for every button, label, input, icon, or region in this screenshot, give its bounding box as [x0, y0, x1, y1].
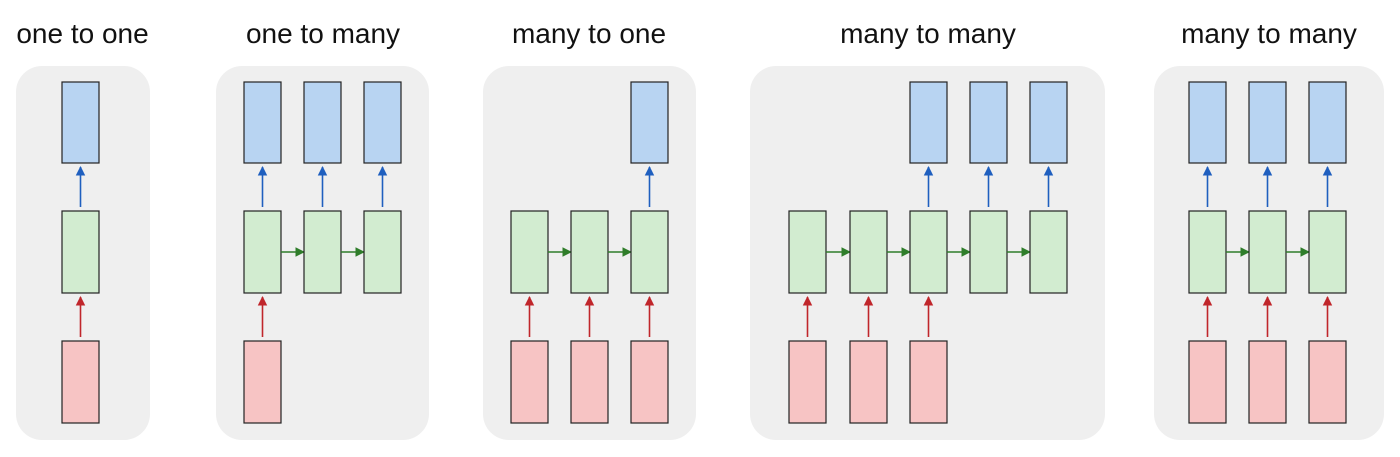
input-box	[630, 340, 669, 424]
output-box	[1188, 81, 1227, 164]
panel-title-one-to-many: one to many	[245, 18, 401, 49]
panel-title-many-to-one: many to one	[511, 18, 667, 49]
hidden-state-box	[510, 210, 549, 294]
input-box	[1308, 340, 1347, 424]
output-box	[1308, 81, 1347, 164]
hidden-state-box	[1248, 210, 1287, 294]
panel-title-many-to-many-2: many to many	[1181, 18, 1357, 49]
hidden-state-box	[630, 210, 669, 294]
hidden-state-box	[969, 210, 1008, 294]
hidden-state-box	[849, 210, 888, 294]
output-box	[630, 81, 669, 164]
hidden-state-box	[570, 210, 609, 294]
hidden-state-box	[1188, 210, 1227, 294]
input-box	[1248, 340, 1287, 424]
hidden-state-box	[909, 210, 948, 294]
output-box	[1248, 81, 1287, 164]
output-box	[363, 81, 402, 164]
output-box	[1029, 81, 1068, 164]
output-box	[243, 81, 282, 164]
input-box	[570, 340, 609, 424]
hidden-state-box	[1308, 210, 1347, 294]
hidden-state-box	[363, 210, 402, 294]
panel-title-many-to-many-1: many to many	[840, 18, 1016, 49]
hidden-state-box	[788, 210, 827, 294]
hidden-state-box	[243, 210, 282, 294]
output-box	[303, 81, 342, 164]
hidden-state-box	[1029, 210, 1068, 294]
output-box	[61, 81, 100, 164]
hidden-state-box	[61, 210, 100, 294]
input-box	[849, 340, 888, 424]
input-box	[1188, 340, 1227, 424]
hidden-state-box	[303, 210, 342, 294]
output-box	[969, 81, 1008, 164]
input-box	[510, 340, 549, 424]
panel-title-one-to-one: one to one	[16, 18, 149, 49]
input-box	[788, 340, 827, 424]
output-box	[909, 81, 948, 164]
input-box	[909, 340, 948, 424]
input-box	[243, 340, 282, 424]
input-box	[61, 340, 100, 424]
